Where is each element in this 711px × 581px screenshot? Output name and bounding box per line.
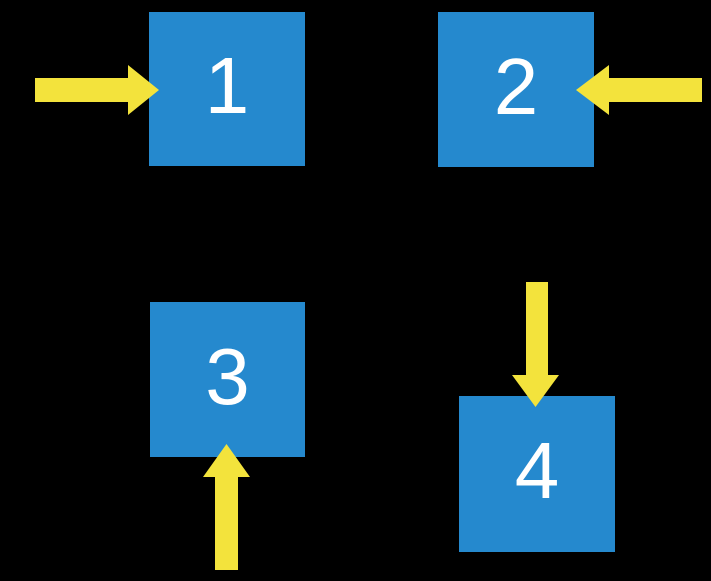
arrow-left-icon <box>576 65 702 115</box>
square-2-label: 2 <box>493 41 539 131</box>
square-3[interactable]: 3 <box>150 302 305 457</box>
square-1-label: 1 <box>204 41 250 130</box>
square-4-label: 4 <box>514 426 560 515</box>
square-3-label: 3 <box>205 331 250 421</box>
square-4[interactable]: 4 <box>459 396 615 552</box>
square-2[interactable]: 2 <box>438 12 594 167</box>
square-1[interactable]: 1 <box>149 12 305 166</box>
arrow-down-icon <box>512 282 559 407</box>
arrow-right-icon <box>35 65 159 115</box>
arrow-up-icon <box>203 444 250 570</box>
